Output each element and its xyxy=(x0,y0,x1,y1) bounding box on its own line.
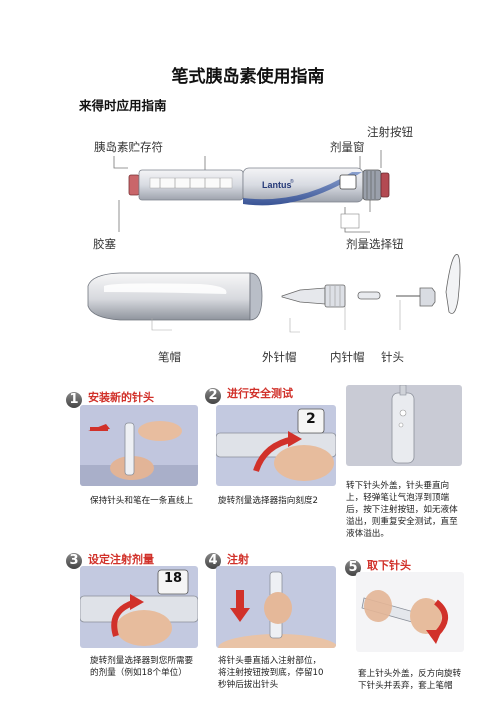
step-title: 安装新的针头 xyxy=(88,391,154,404)
needle-seal xyxy=(445,254,461,314)
label-cap: 笔帽 xyxy=(158,350,181,364)
step-description: 将针头垂直插入注射部位，将注射按钮按到底，停留10秒钟后拔出针头 xyxy=(218,656,324,690)
label-injection-button: 注射按钮 xyxy=(367,125,413,139)
step-description: 套上针头外盖，反方向旋转下针头并丢弃，套上笔帽 xyxy=(358,669,462,691)
step-photo xyxy=(80,405,198,486)
step-photo: 18 xyxy=(80,566,198,648)
label-dose-selector: 剂量选择钮 xyxy=(346,237,404,251)
step-description: 旋转剂量选择器到您所需要的剂量（例如18个单位） xyxy=(90,656,194,678)
page-title: 笔式胰岛素使用指南 xyxy=(171,67,325,87)
label-outer-cap: 外针帽 xyxy=(262,350,297,364)
label-cartridge: 胰岛素贮存符 xyxy=(94,140,163,154)
step-photo xyxy=(346,385,462,466)
pen-brand-label: Lantus xyxy=(262,180,292,190)
step-photo xyxy=(356,572,464,652)
step-title: 取下针头 xyxy=(367,559,411,572)
label-dose-window: 剂量窗 xyxy=(330,140,365,154)
step-photo: 2 xyxy=(216,405,336,486)
step-number-badge: 3 xyxy=(66,553,82,569)
pen-cap xyxy=(87,272,251,321)
step-title: 注射 xyxy=(227,553,249,566)
page-subtitle: 来得时应用指南 xyxy=(79,98,167,113)
inner-needle-cap xyxy=(357,291,381,300)
step-title: 设定注射剂量 xyxy=(88,553,154,566)
dose-window xyxy=(339,174,357,190)
label-plunger: 胶塞 xyxy=(93,237,116,251)
step-description: 保持针头和笔在一条直线上 xyxy=(90,496,194,506)
injection-button xyxy=(380,172,390,198)
step-number-badge: 1 xyxy=(66,392,82,408)
step-number-badge: 2 xyxy=(205,388,221,404)
step-description: 转下针头外盖，针头垂直向上，轻弹笔让气泡浮到顶端后，按下注射按钮，如无液体溢出，… xyxy=(346,481,458,539)
dose-display: 2 xyxy=(306,411,316,427)
step-description: 旋转剂量选择器指向刻度2 xyxy=(218,496,318,506)
step-title: 进行安全测试 xyxy=(227,387,293,400)
dose-display: 18 xyxy=(164,571,183,586)
outer-needle-cap xyxy=(281,287,326,305)
svg-text:®: ® xyxy=(290,178,294,185)
label-needle: 针头 xyxy=(381,350,404,364)
label-inner-cap: 内针帽 xyxy=(330,350,365,364)
dose-selector xyxy=(362,169,382,201)
step-photo xyxy=(216,566,336,648)
pen-diagram: Lantus ® xyxy=(87,150,461,333)
step-number-badge: 4 xyxy=(205,553,221,569)
plunger-end xyxy=(128,174,140,196)
